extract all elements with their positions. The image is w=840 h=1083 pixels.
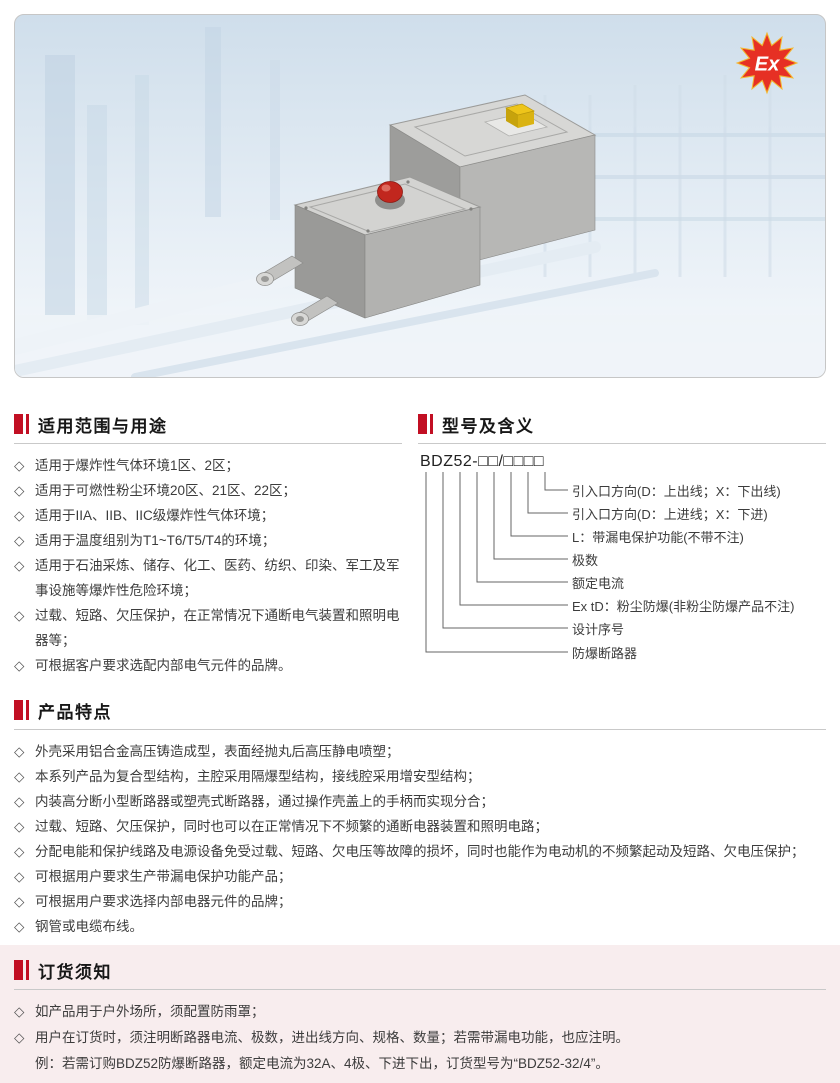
red-bar-thin-icon bbox=[430, 414, 433, 434]
diamond-bullet: ◇ bbox=[14, 533, 25, 548]
model-label: 防爆断路器 bbox=[572, 646, 638, 661]
model-label: L：带漏电保护功能(不带不注) bbox=[572, 530, 744, 545]
product-photo: Ex bbox=[14, 14, 826, 378]
section-title: 产品特点 bbox=[38, 702, 112, 722]
diamond-bullet: ◇ bbox=[14, 558, 25, 573]
list-item: ◇钢管或电缆布线。 bbox=[14, 914, 826, 939]
section-ordering: 订货须知 ◇如产品用于户外场所，须配置防雨罩； ◇用户在订货时，须注明断路器电流… bbox=[14, 958, 826, 1077]
list-item: ◇可根据客户要求选配内部电气元件的品牌。 bbox=[14, 653, 402, 678]
list-item: ◇如产品用于户外场所，须配置防雨罩； bbox=[14, 999, 826, 1025]
diamond-bullet: ◇ bbox=[14, 894, 25, 909]
list-item: ◇本系列产品为复合型结构，主腔采用隔爆型结构，接线腔采用增安型结构； bbox=[14, 764, 826, 789]
ex-starburst bbox=[735, 31, 799, 95]
red-bar-thin-icon bbox=[26, 960, 29, 980]
list-item: ◇适用于IIA、IIB、IIC级爆炸性气体环境； bbox=[14, 503, 402, 528]
features-list: ◇外壳采用铝合金高压铸造成型，表面经抛丸后高压静电喷塑； ◇本系列产品为复合型结… bbox=[14, 739, 826, 939]
section-header: 订货须知 bbox=[14, 958, 826, 982]
red-bar-thin-icon bbox=[26, 700, 29, 720]
diamond-bullet: ◇ bbox=[14, 819, 25, 834]
red-bar-icon bbox=[14, 700, 23, 720]
list-item: ◇外壳采用铝合金高压铸造成型，表面经抛丸后高压静电喷塑； bbox=[14, 739, 826, 764]
red-bar-icon bbox=[418, 414, 427, 434]
model-diagram: BDZ52-□□/□□□□ 引入口方向(D：上出线；X：下出线) 引入口方向(D… bbox=[418, 444, 826, 676]
diamond-bullet: ◇ bbox=[14, 869, 25, 884]
applicable-list: ◇适用于爆炸性气体环境1区、2区； ◇适用于可燃性粉尘环境20区、21区、22区… bbox=[14, 453, 402, 678]
list-item: ◇适用于可燃性粉尘环境20区、21区、22区； bbox=[14, 478, 402, 503]
list-item: ◇内装高分断小型断路器或塑壳式断路器，通过操作壳盖上的手柄而实现分合； bbox=[14, 789, 826, 814]
section-divider bbox=[14, 989, 826, 990]
list-item: ◇适用于温度组别为T1~T6/T5/T4的环境； bbox=[14, 528, 402, 553]
model-label: Ex tD：粉尘防爆(非粉尘防爆产品不注) bbox=[572, 599, 795, 614]
list-item: ◇过载、短路、欠压保护，在正常情况下通断电气装置和照明电器等； bbox=[14, 603, 402, 653]
section-divider bbox=[14, 729, 826, 730]
section-features: 产品特点 ◇外壳采用铝合金高压铸造成型，表面经抛丸后高压静电喷塑； ◇本系列产品… bbox=[14, 698, 826, 939]
section-header: 产品特点 bbox=[14, 698, 826, 722]
ex-logo-text: Ex bbox=[755, 53, 781, 75]
diamond-bullet: ◇ bbox=[14, 769, 25, 784]
diamond-bullet: ◇ bbox=[14, 744, 25, 759]
diamond-bullet: ◇ bbox=[14, 608, 25, 623]
diamond-bullet: ◇ bbox=[14, 1004, 25, 1019]
section-model: 型号及含义 BDZ52-□□/□□□□ 引入口方向(D：上出线；X：下出线) 引… bbox=[418, 412, 826, 676]
diamond-bullet: ◇ bbox=[14, 458, 25, 473]
list-item: ◇可根据用户要求生产带漏电保护功能产品； bbox=[14, 864, 826, 889]
section-divider bbox=[418, 443, 826, 444]
model-code: BDZ52-□□/□□□□ bbox=[420, 453, 545, 470]
list-item: ◇用户在订货时，须注明断路器电流、极数，进出线方向、规格、数量；若需带漏电功能，… bbox=[14, 1025, 826, 1051]
red-bar-thin-icon bbox=[26, 414, 29, 434]
red-bar-icon bbox=[14, 960, 23, 980]
section-divider bbox=[14, 443, 402, 444]
ordering-background bbox=[0, 945, 840, 1083]
section-title: 订货须知 bbox=[38, 962, 112, 982]
diamond-bullet: ◇ bbox=[14, 794, 25, 809]
diamond-bullet: ◇ bbox=[14, 919, 25, 934]
list-item: ◇适用于石油采炼、储存、化工、医药、纺织、印染、军工及军事设施等爆炸性危险环境； bbox=[14, 553, 402, 603]
red-bar-icon bbox=[14, 414, 23, 434]
list-item: ◇过载、短路、欠压保护，同时也可以在正常情况下不频繁的通断电器装置和照明电路； bbox=[14, 814, 826, 839]
model-label: 极数 bbox=[572, 553, 599, 568]
list-item: ◇分配电能和保护线路及电源设备免受过载、短路、欠电压等故障的损坏，同时也能作为电… bbox=[14, 839, 826, 864]
diamond-bullet: ◇ bbox=[14, 844, 25, 859]
model-label: 引入口方向(D：上进线；X：下进) bbox=[572, 507, 768, 522]
list-item: ◇适用于爆炸性气体环境1区、2区； bbox=[14, 453, 402, 478]
breaker-device-illustration bbox=[256, 94, 597, 326]
diamond-bullet: ◇ bbox=[14, 483, 25, 498]
section-applicable: 适用范围与用途 ◇适用于爆炸性气体环境1区、2区； ◇适用于可燃性粉尘环境20区… bbox=[14, 412, 402, 678]
section-title: 型号及含义 bbox=[442, 416, 535, 436]
model-connector-lines bbox=[425, 472, 568, 653]
model-label: 设计序号 bbox=[572, 622, 625, 637]
model-label: 额定电流 bbox=[572, 576, 625, 591]
diamond-bullet: ◇ bbox=[14, 1030, 25, 1045]
diamond-bullet: ◇ bbox=[14, 658, 25, 673]
model-label: 引入口方向(D：上出线；X：下出线) bbox=[572, 484, 781, 499]
ordering-example: 例：若需订购BDZ52防爆断路器，额定电流为32A、4极、下进下出，订货型号为“… bbox=[35, 1056, 609, 1071]
section-header: 适用范围与用途 bbox=[14, 412, 402, 436]
ex-logo-icon: Ex bbox=[735, 31, 799, 95]
diamond-bullet: ◇ bbox=[14, 508, 25, 523]
ordering-list: ◇如产品用于户外场所，须配置防雨罩； ◇用户在订货时，须注明断路器电流、极数，进… bbox=[14, 999, 826, 1051]
section-header: 型号及含义 bbox=[418, 412, 826, 436]
section-title: 适用范围与用途 bbox=[38, 416, 168, 436]
list-item: ◇可根据用户要求选择内部电器元件的品牌； bbox=[14, 889, 826, 914]
